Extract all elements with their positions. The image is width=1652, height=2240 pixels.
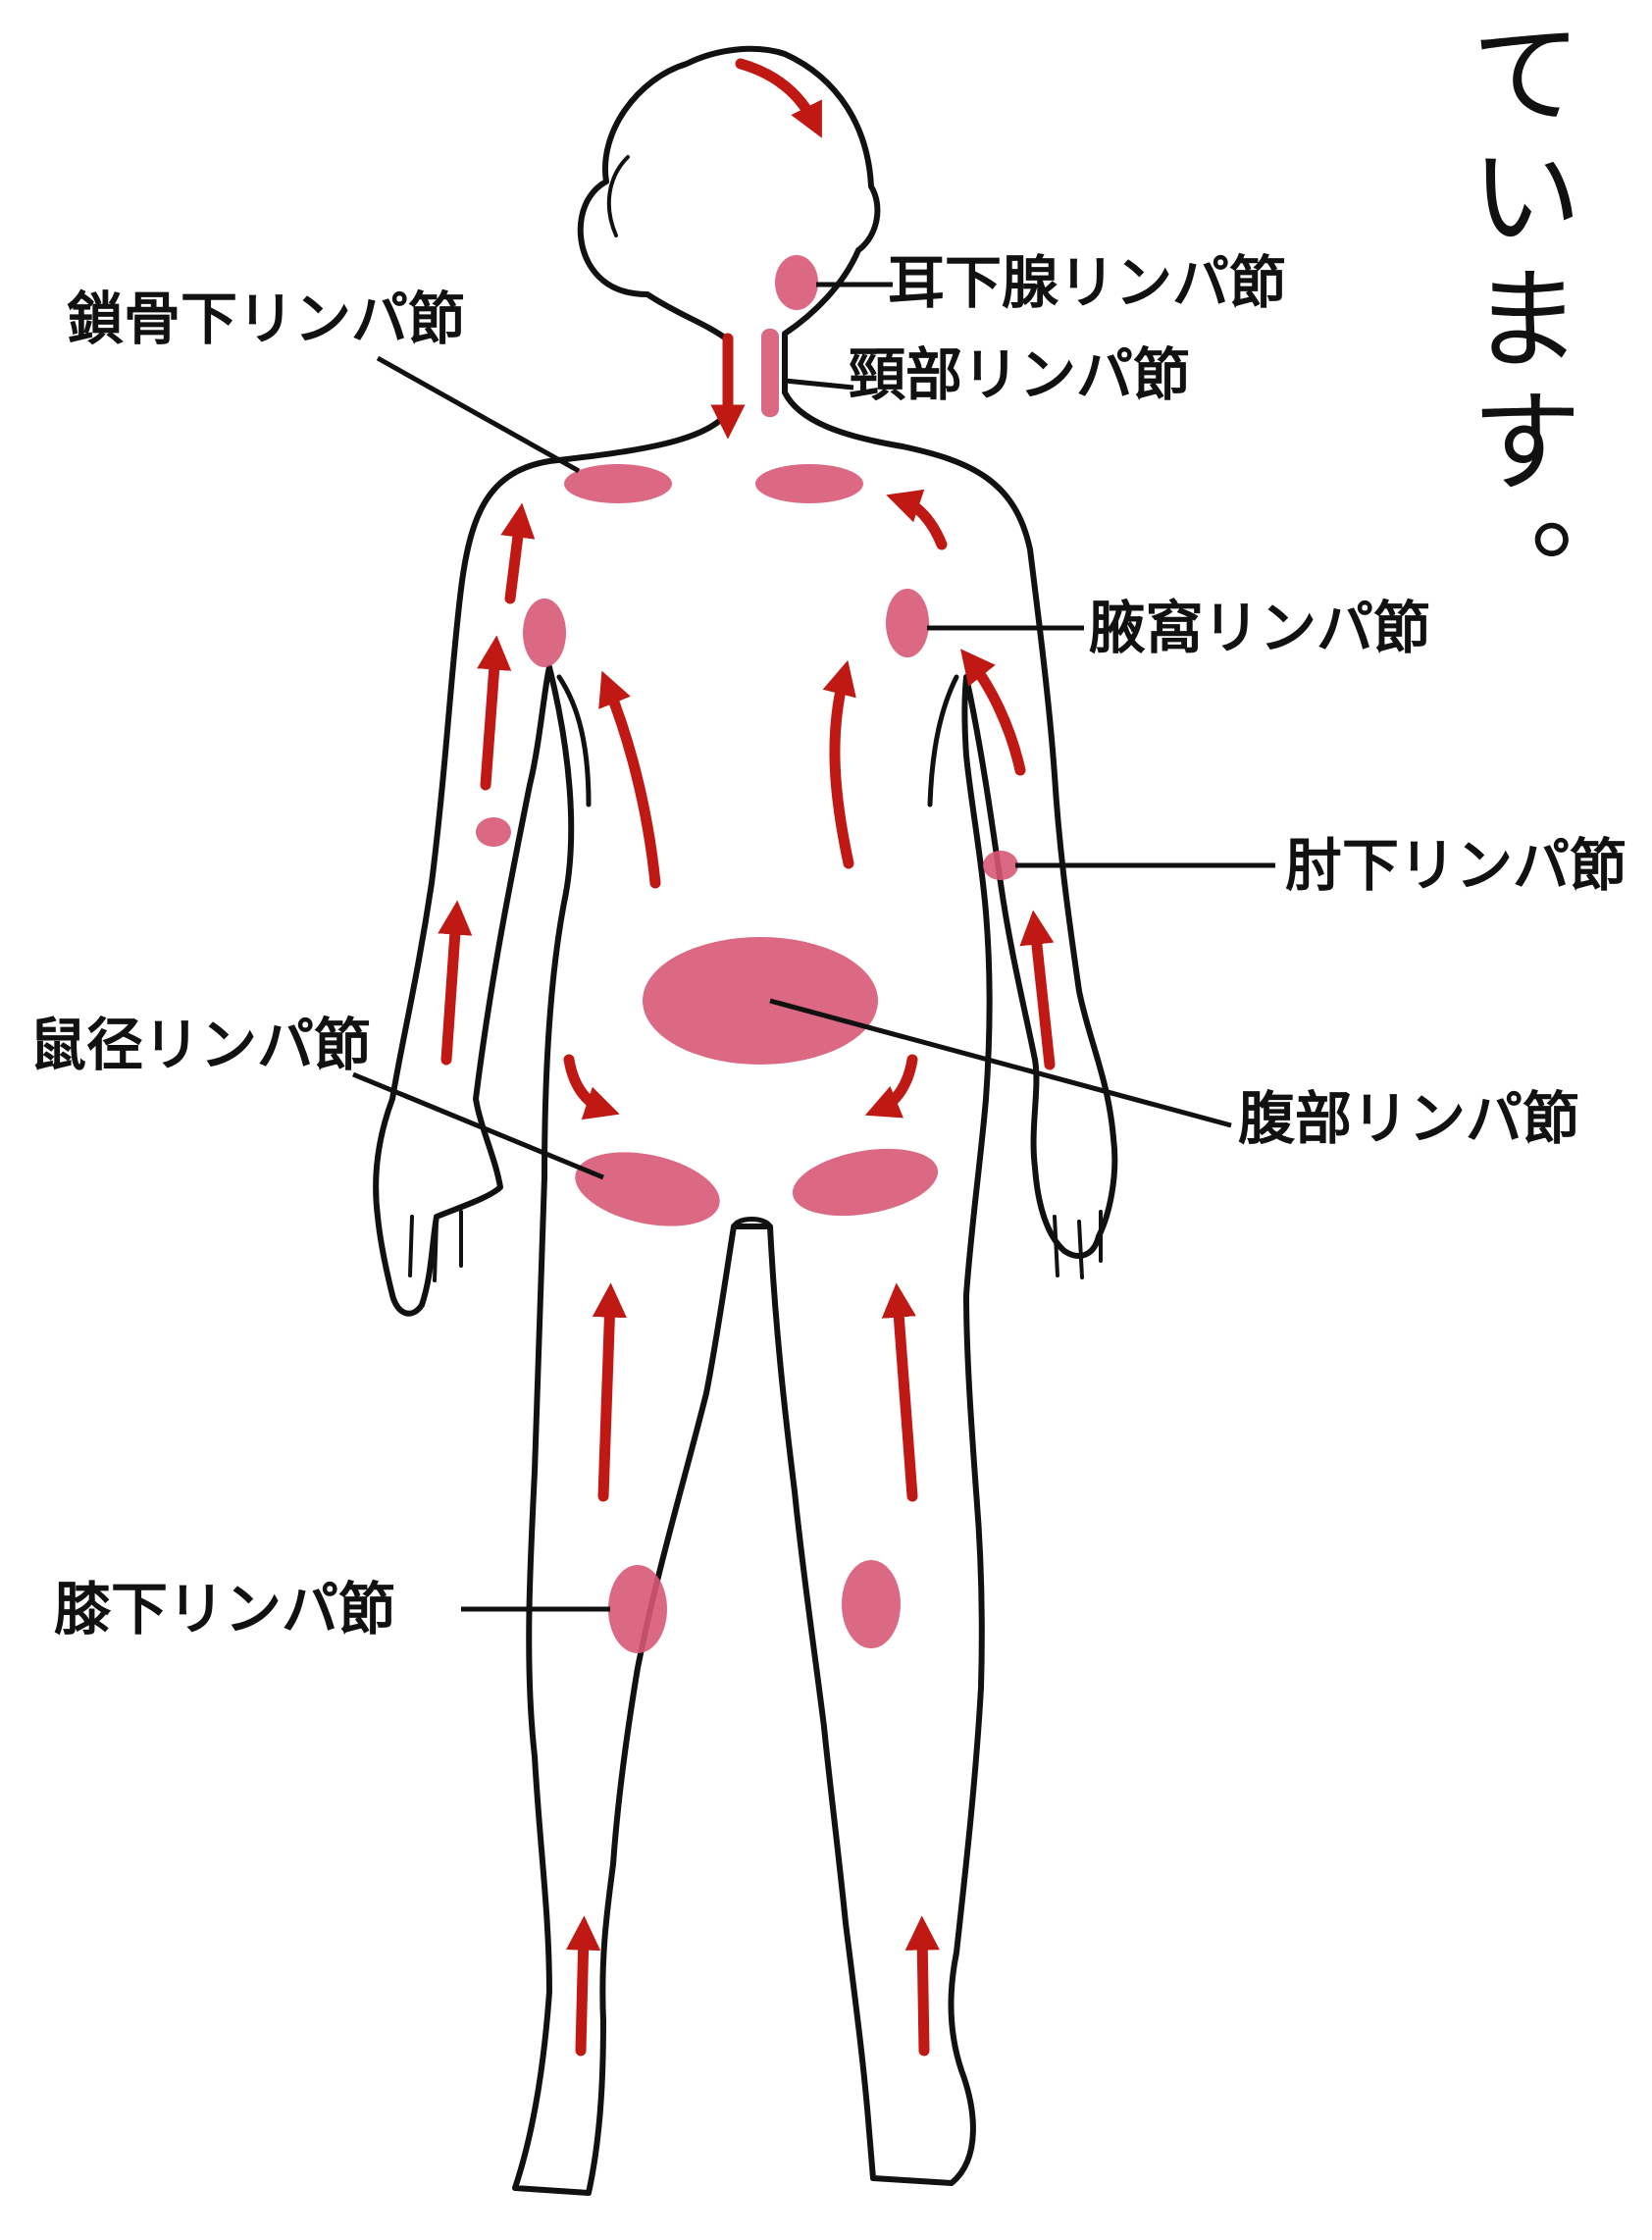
node-subclavian-left xyxy=(564,464,672,503)
arrow-torso-left xyxy=(608,687,655,883)
leader-subclavian xyxy=(378,358,579,471)
inner-arm-right xyxy=(930,677,956,805)
arrow-forearm-right xyxy=(1035,927,1050,1065)
label-inguinal: 鼠径リンパ節 xyxy=(29,1012,371,1078)
arrow-shoulder-left xyxy=(510,520,520,599)
arrow-shoulder-right xyxy=(903,500,942,545)
arrow-torso-right xyxy=(835,677,849,863)
label-cubital: 肘下リンパ節 xyxy=(1285,832,1626,899)
arrow-head-top xyxy=(741,64,814,123)
label-abdominal: 腹部リンパ節 xyxy=(1238,1085,1579,1152)
node-cervical xyxy=(761,329,779,417)
ear-line xyxy=(609,157,628,235)
side-text-char: い xyxy=(1471,134,1581,262)
arrow-groin-left xyxy=(569,1060,603,1109)
node-cubital-left xyxy=(476,817,511,847)
label-cervical: 頸部リンパ節 xyxy=(849,341,1190,408)
leader-abdominal xyxy=(770,1001,1231,1125)
node-popliteal-left xyxy=(608,1565,667,1653)
node-subclavian-right xyxy=(755,464,863,503)
node-axillary-left xyxy=(523,599,566,667)
arrow-shin-left xyxy=(581,1933,584,2051)
left-hand-fingers xyxy=(410,1212,461,1280)
side-text-char: 。 xyxy=(1530,448,1640,576)
arrow-shin-right xyxy=(922,1933,924,2051)
arrow-groin-right xyxy=(881,1060,912,1109)
arrow-upperarm-left xyxy=(486,652,495,785)
label-parotid: 耳下腺リンパ節 xyxy=(888,249,1286,316)
arrow-forearm-left xyxy=(446,917,456,1060)
node-inguinal-right xyxy=(788,1138,944,1225)
label-axillary: 腋窩リンパ節 xyxy=(1089,595,1430,661)
node-cubital-right xyxy=(983,851,1018,880)
side-text-char: て xyxy=(1471,12,1581,139)
label-subclavian: 鎖骨下リンパ節 xyxy=(67,286,465,352)
arrow-thigh-right xyxy=(898,1300,912,1496)
leader-cervical xyxy=(785,381,853,388)
node-axillary-right xyxy=(886,589,929,657)
side-text: て い ま す 。 xyxy=(1471,12,1640,576)
label-popliteal: 膝下リンパ節 xyxy=(54,1576,395,1642)
node-parotid xyxy=(775,255,818,310)
node-labels: 鎖骨下リンパ節 耳下腺リンパ節 頸部リンパ節 腋窩リンパ節 肘下リンパ節 鼠径リ… xyxy=(29,249,1626,1642)
node-popliteal-right xyxy=(842,1560,901,1648)
side-text-char: ま xyxy=(1471,257,1581,385)
arrow-thigh-left xyxy=(603,1300,610,1496)
node-abdominal xyxy=(643,937,878,1065)
node-inguinal-left xyxy=(568,1140,726,1238)
